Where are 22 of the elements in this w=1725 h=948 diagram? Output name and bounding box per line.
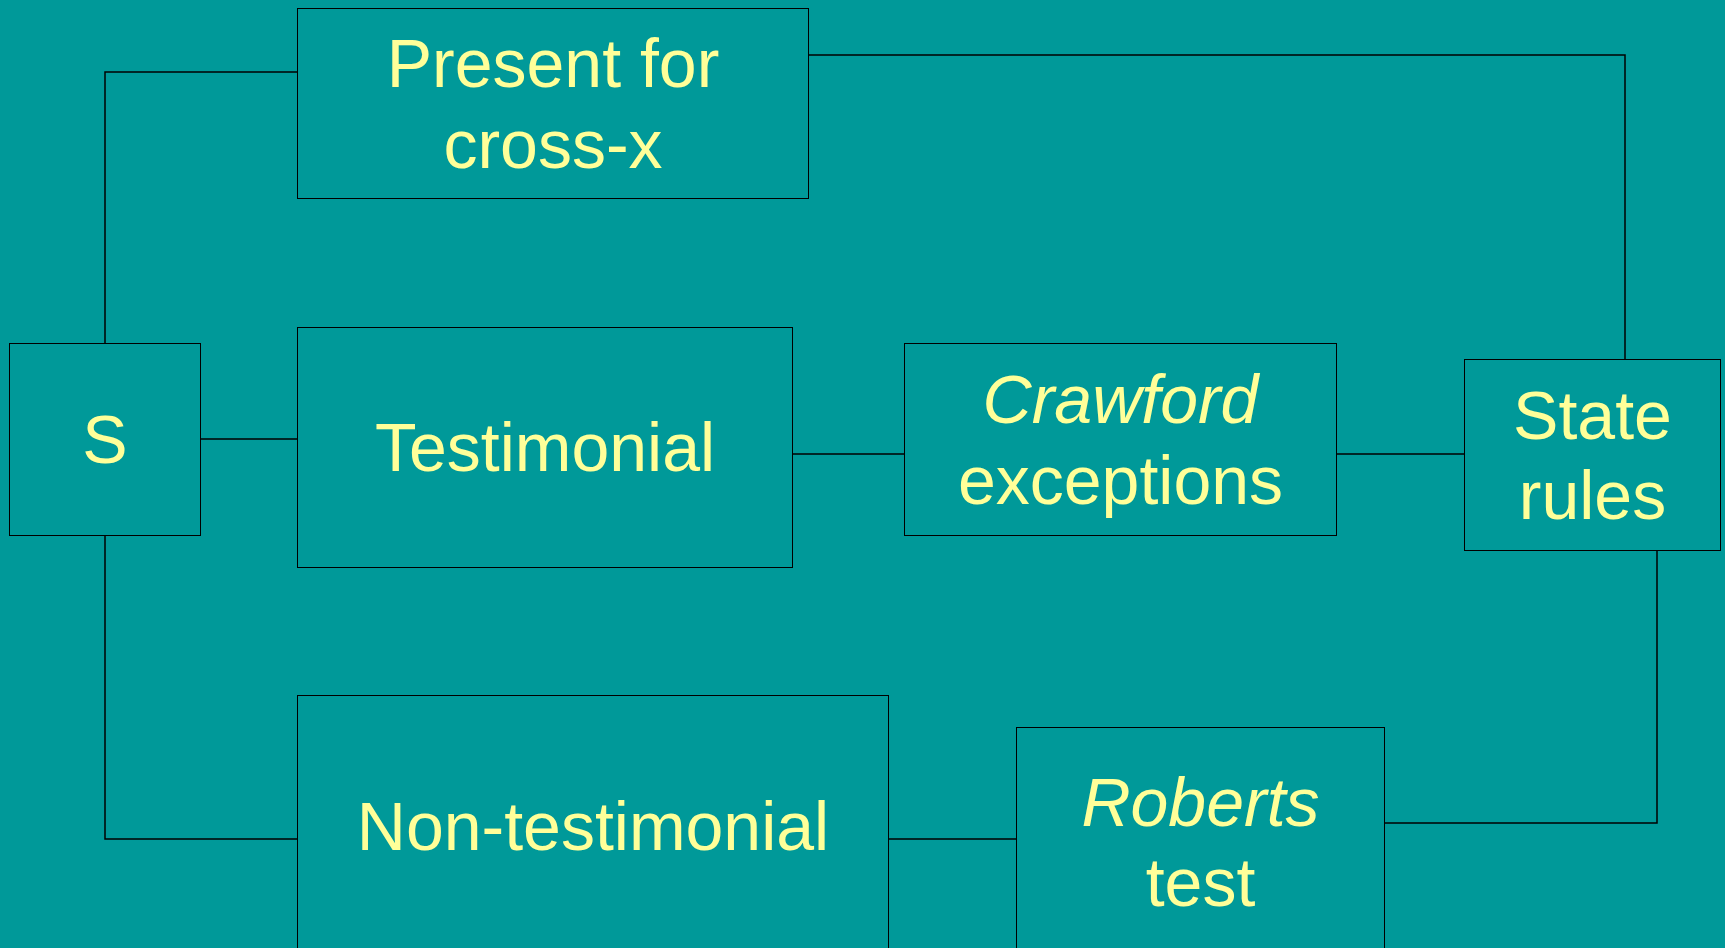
connector-line [1336, 453, 1465, 455]
connector-line [888, 838, 1017, 840]
box-label: Testimonial [374, 408, 716, 488]
connector-line [104, 71, 298, 344]
connector-line [104, 535, 298, 840]
connector-line [1384, 550, 1658, 824]
process-box [1016, 727, 1385, 948]
process-box [9, 343, 201, 536]
process-box [904, 343, 1337, 536]
box-label: Present for cross-x [385, 24, 721, 184]
process-box [297, 695, 889, 948]
connector-line [200, 438, 298, 440]
box-label: Non-testimonial [356, 786, 830, 866]
connector-line [792, 453, 905, 455]
process-box [297, 8, 809, 199]
box-label: Crawford exceptions [956, 360, 1285, 520]
connector-line [808, 54, 1626, 360]
process-box [1464, 359, 1721, 551]
box-label: S [82, 400, 128, 480]
box-label: Roberts test [1080, 762, 1321, 922]
box-label: State rules [1512, 375, 1673, 535]
process-box [297, 327, 793, 568]
